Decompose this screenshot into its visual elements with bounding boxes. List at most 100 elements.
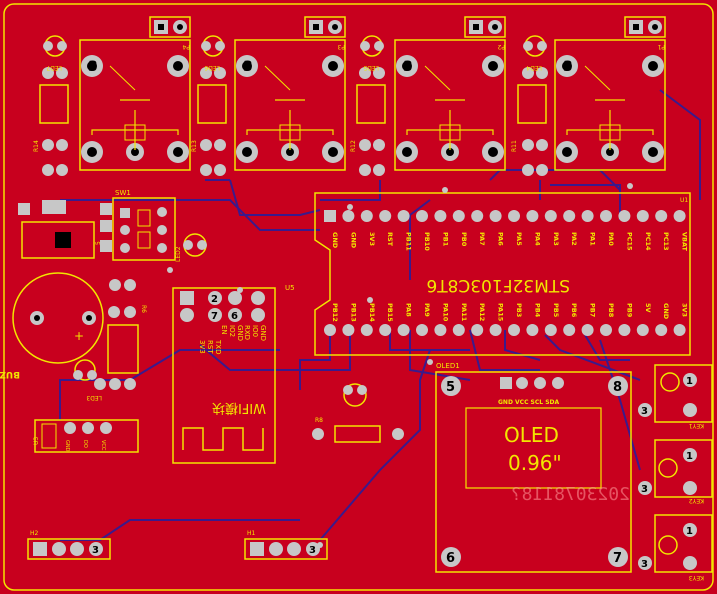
switch-sw1: SW1 5	[95, 189, 176, 261]
mcu-bottom-pin-label: PB5	[552, 303, 560, 318]
mcu-bottom-pin-label: GND	[662, 303, 670, 320]
mcu-bottom-pad-pa11	[452, 324, 465, 336]
u3-pin-vcc: VCC	[100, 440, 106, 451]
oled-pin-7: 7	[613, 551, 622, 566]
mcu-top-pin-label: PA7	[478, 232, 486, 246]
mcu-bottom-pad-pb15	[379, 324, 392, 336]
mcu-top-pin-label: PB10	[423, 232, 431, 251]
mcu-bottom-pad-gnd	[655, 324, 668, 336]
mcu-bottom-pad-pb4	[526, 324, 539, 336]
led7-label: LED7	[46, 64, 62, 71]
mcu-bottom-pin-label: PB9	[625, 303, 633, 318]
wifi-title: WIFI模块	[212, 400, 266, 415]
mcu-bottom-pin-label: PB6	[570, 303, 578, 318]
oled-display: OLED1 5 8 6 7 GND VCC SCL SDA OLED 0.96"…	[435, 362, 632, 573]
mcu-top-pad-gnd	[342, 210, 355, 222]
p2-label: P2	[497, 43, 505, 50]
mcu-top-pin-label: PC15	[625, 232, 633, 251]
wifi-col3-b: GND	[236, 325, 244, 341]
board-outline	[3, 3, 714, 591]
mcu-top-pad-pc15	[618, 210, 631, 222]
key2-pin-b: 1	[686, 451, 693, 462]
relay-k2: 3 LED5 R12	[350, 35, 506, 176]
mcu-bottom-pad-pb12	[324, 324, 336, 336]
mcu-bottom-pin-label: PB13	[349, 303, 357, 322]
mcu-bottom-pad-pb3	[508, 324, 520, 336]
mcu-top-pad-pb11	[397, 210, 410, 222]
h1-label: H1	[247, 530, 256, 537]
mcu-top-pin-label: GND	[349, 232, 357, 249]
mcu-bottom-pin-label: PA8	[405, 303, 413, 317]
r14-label: R14	[33, 140, 40, 152]
mcu-bottom-pad-pb8	[600, 324, 612, 336]
mcu-bottom-pin-label: PA9	[423, 303, 431, 317]
mcu-top-pad-pb0	[452, 210, 465, 222]
key1-pin-b: 1	[686, 376, 693, 387]
mcu-top-pad-3v3	[360, 210, 373, 222]
key3-pin-b: 1	[686, 526, 693, 537]
mcu-top-pad-pb1	[434, 210, 447, 222]
mcu-top-pad-pa1	[581, 210, 594, 222]
mcu-top-pin-label: 3V3	[368, 232, 376, 246]
key3-label: KEY3	[689, 574, 704, 581]
oled-pin-5: 5	[446, 380, 455, 395]
key3: 1 3 KEY3	[638, 514, 713, 581]
u3-pin-gnd: GND	[64, 440, 70, 452]
mcu-bottom-pad-pa15	[489, 324, 502, 336]
mcu-top-pad-pa0	[600, 210, 612, 222]
wifi-col2-a: RST	[206, 340, 214, 354]
mcu-top-pad-pa7	[471, 210, 484, 222]
resistor-r8: R8	[312, 417, 404, 443]
led5-label: LED5	[363, 64, 379, 71]
mcu-top-pin-label: PA6	[497, 232, 505, 246]
oled-size: 0.96"	[508, 451, 562, 475]
p3-label: P3	[337, 43, 345, 50]
mcu-bottom-pad-pb5	[544, 324, 557, 336]
mcu-top-pad-pc14	[636, 210, 649, 222]
u3-pin-do: DO	[82, 440, 88, 448]
u3-label: U3	[33, 437, 40, 445]
h2-pin3: 3	[92, 545, 99, 556]
mcu-top-pad-pa6	[489, 210, 502, 222]
wifi-pad-2: 2	[211, 294, 218, 305]
key1: 1 3 KEY1	[638, 364, 713, 429]
oled-pin-8: 8	[613, 380, 622, 395]
mcu-bottom-pad-5v	[636, 324, 649, 336]
resistor-r6: R6	[107, 279, 147, 374]
mcu-bottom-pad-pa10	[434, 324, 447, 336]
key2-pin-a: 3	[641, 484, 648, 495]
sw1-corner-label: 5	[95, 241, 102, 245]
led2-label: LED2	[175, 246, 182, 262]
key1-pin-a: 3	[641, 406, 648, 417]
u5-label: U5	[285, 284, 295, 292]
key2-label: KEY2	[689, 497, 704, 504]
mcu-top-pin-label: PB11	[405, 232, 413, 251]
mcu-bottom-pin-label: 5V	[644, 303, 652, 313]
relay-k3-pin3: 3	[243, 59, 253, 75]
header-h1: H1 3	[244, 530, 328, 560]
mcu-top-pin-label: PA0	[607, 232, 615, 246]
mcu-bottom-pad-pb7	[581, 324, 594, 336]
mcu-bottom-pad-pa12	[471, 324, 484, 336]
wifi-col2-b: IO2	[228, 325, 236, 337]
r11-label: R11	[511, 140, 518, 152]
relay-k2-pin3: 3	[403, 59, 413, 75]
mcu-bottom-pad-3v3	[673, 324, 686, 336]
connector-p1: P1	[624, 16, 666, 50]
relay-k1: 3 LED4 R11	[511, 35, 666, 176]
mcu-top-pin-label: PB1	[441, 232, 449, 247]
mcu-top-pad-pb10	[416, 210, 428, 222]
mcu-bottom-pin-label: PA10	[441, 303, 449, 322]
mcu-top-pad-vbat	[673, 210, 686, 222]
mcu-bottom-pad-pb14	[360, 324, 373, 336]
wifi-col2-c: IO0	[251, 325, 259, 337]
mcu-bottom-pin-label: PB4	[533, 303, 541, 318]
mcu-top-pin-label: PB0	[460, 232, 468, 247]
oled-designator: OLED1	[436, 362, 460, 370]
header-h2: H2 3	[27, 530, 111, 560]
wifi-col3-a: TXD	[214, 339, 222, 354]
mcu-bottom-pin-label: PB12	[331, 303, 339, 322]
mcu-top-pin-label: PA3	[552, 232, 560, 246]
